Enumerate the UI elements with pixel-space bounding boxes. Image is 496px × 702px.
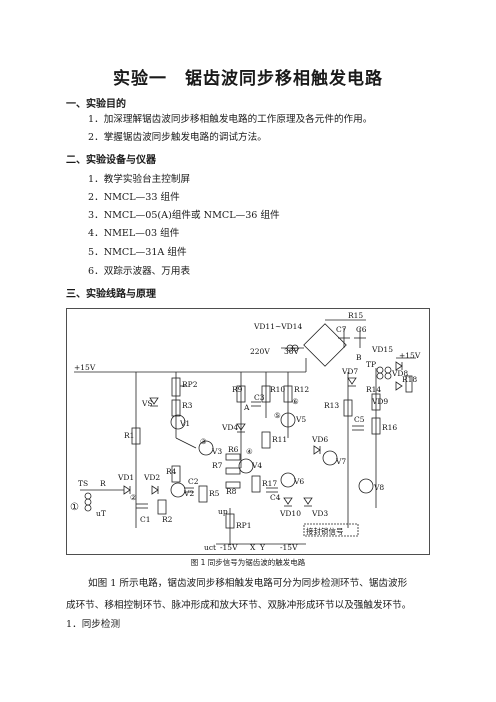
label-c5: C5 xyxy=(354,415,365,424)
label-vd7: VD7 xyxy=(341,367,358,376)
equipment-item: 6．双踪示波器、万用表 xyxy=(88,266,191,277)
label-r12: R12 xyxy=(294,385,309,394)
label-vd3: VD3 xyxy=(311,509,328,518)
label-up: up xyxy=(218,507,228,516)
label-r18: R18 xyxy=(402,375,417,384)
label-minus15v-2: -15V xyxy=(280,543,298,552)
label-r17: R17 xyxy=(262,479,277,488)
label-r7: R7 xyxy=(212,461,223,470)
label-b: B xyxy=(356,353,362,362)
label-circle6: ⑥ xyxy=(292,397,299,406)
equipment-item: 4．NMEL—03 组件 xyxy=(88,228,180,239)
figure-caption: 图 1 同步信号为锯齿波的触发电路 xyxy=(190,558,306,567)
label-circle2: ② xyxy=(130,493,137,502)
label-vd6: VD6 xyxy=(311,435,328,444)
label-c3: C3 xyxy=(254,393,265,402)
body-paragraph: 如图 1 所示电路，锯齿波同步移相触发电路可分为同步检测环节、锯齿波形 xyxy=(88,578,408,589)
label-minus15v: -15V xyxy=(220,543,238,552)
label-vd15: VD15 xyxy=(371,345,393,354)
label-r9: R9 xyxy=(232,385,243,394)
label-circle3: ③ xyxy=(200,437,207,446)
label-v8: V8 xyxy=(373,483,384,492)
label-plus15v-right: +15V xyxy=(399,351,421,360)
label-r10-top: R10 xyxy=(270,385,285,394)
label-vd10: VD10 xyxy=(279,509,301,518)
subsection-heading: 1．同步检测 xyxy=(66,619,121,630)
section-heading-circuit: 三、实验线路与原理 xyxy=(66,289,156,300)
label-r14: R14 xyxy=(366,385,381,394)
label-vd8: VD8 xyxy=(391,369,408,378)
label-ts: TS xyxy=(78,479,88,488)
page-title: 实验一 锯齿波同步移相触发电路 xyxy=(113,69,383,89)
label-r4: R4 xyxy=(166,467,177,476)
section-heading-objectives: 一、实验目的 xyxy=(66,99,126,110)
section-heading-equipment: 二、实验设备与仪器 xyxy=(66,155,156,166)
objective-item: 2．掌握锯齿波同步触发电路的调试方法。 xyxy=(88,132,267,143)
label-r6: R6 xyxy=(228,445,239,454)
label-c7: C7 xyxy=(336,325,347,334)
objective-item: 1．加深理解锯齿波同步移相触发电路的工作原理及各元件的作用。 xyxy=(88,114,373,125)
label-vs: VS xyxy=(141,399,153,408)
label-vd2: VD2 xyxy=(143,473,160,482)
label-vd9: VD9 xyxy=(371,397,388,406)
label-ut: uT xyxy=(96,509,106,518)
label-v7: V7 xyxy=(335,457,346,466)
label-r11: R11 xyxy=(272,435,287,444)
equipment-item: 5．NMCL—31A 组件 xyxy=(88,247,187,258)
label-220v: 220V xyxy=(250,347,270,356)
label-r16: R16 xyxy=(382,423,397,432)
label-r1: R1 xyxy=(124,431,134,440)
label-vd1: VD1 xyxy=(117,473,134,482)
label-c6: C6 xyxy=(356,325,367,334)
label-y: Y xyxy=(259,543,266,552)
label-c1: C1 xyxy=(140,515,151,524)
equipment-item: 2．NMCL—33 组件 xyxy=(88,192,180,203)
label-lock-signal: 接封锁信号 xyxy=(306,526,344,536)
label-r3: R3 xyxy=(182,401,193,410)
label-uct: uct xyxy=(204,543,216,552)
label-c4: C4 xyxy=(270,493,281,502)
label-rp1: RP1 xyxy=(236,521,251,530)
label-a: A xyxy=(243,403,250,412)
label-v2: V2 xyxy=(183,489,194,498)
label-circle4: ④ xyxy=(246,447,253,456)
label-v6: V6 xyxy=(293,477,304,486)
label-rp2: RP2 xyxy=(182,380,198,389)
label-v5: V5 xyxy=(295,415,306,424)
label-vd4: VD4 xyxy=(221,423,238,432)
equipment-item: 1．教学实验台主控制屏 xyxy=(88,174,191,185)
body-paragraph: 成环节、移相控制环节、脉冲形成和放大环节、双脉冲形成环节以及强触发环节。 xyxy=(66,600,412,611)
label-plus15v-left: +15V xyxy=(74,363,96,372)
label-circle5: ⑤ xyxy=(274,411,281,420)
label-c2: C2 xyxy=(188,477,199,486)
label-36v: 36V xyxy=(284,347,300,356)
label-r15: R15 xyxy=(348,311,363,320)
label-r5: R5 xyxy=(209,489,220,498)
equipment-item: 3．NMCL—05(A)组件或 NMCL—36 组件 xyxy=(88,210,280,221)
label-x: X xyxy=(250,543,256,552)
label-r: R xyxy=(100,479,106,488)
label-r13: R13 xyxy=(324,401,339,410)
label-v4: V4 xyxy=(251,461,262,470)
label-v1: V1 xyxy=(179,419,190,428)
label-r2: R2 xyxy=(162,515,173,524)
circuit-diagram: VD11~VD14 C7 C6 R15 220V 36V B VD15 TP +… xyxy=(66,308,430,555)
label-v3: V3 xyxy=(211,447,222,456)
label-vd11-14: VD11~VD14 xyxy=(253,322,302,331)
label-tp: TP xyxy=(366,360,376,369)
label-circle1: ① xyxy=(70,502,79,513)
label-r8: R8 xyxy=(226,487,237,496)
